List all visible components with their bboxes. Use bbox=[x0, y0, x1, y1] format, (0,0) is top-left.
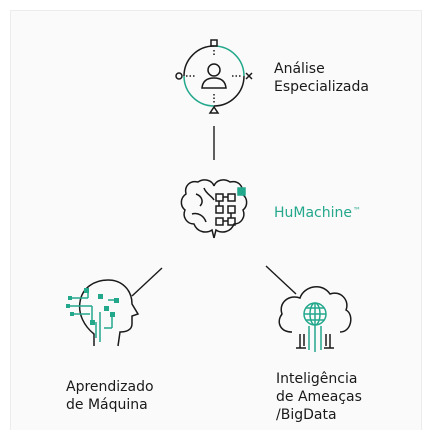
machine-learning-label-line2: de Máquina bbox=[66, 397, 148, 413]
cloud-globe-icon bbox=[278, 286, 352, 352]
trademark-mark: ™ bbox=[353, 206, 362, 215]
analysis-label-line2: Especializada bbox=[274, 79, 369, 95]
brain-circuit-icon bbox=[180, 179, 248, 239]
analysis-label-line1: Análise bbox=[274, 61, 325, 77]
machine-learning-label-line1: Aprendizado bbox=[66, 379, 154, 395]
connector-left bbox=[131, 267, 163, 297]
person-target-icon bbox=[175, 39, 253, 114]
threat-intel-label-line2: de Ameaças bbox=[276, 389, 362, 405]
threat-intel-label-line3: /BigData bbox=[276, 407, 337, 423]
analysis-label: Análise Especializada bbox=[274, 60, 369, 96]
threat-intel-label: Inteligência de Ameaças /BigData bbox=[276, 370, 362, 424]
humachine-name: HuMachine bbox=[274, 205, 353, 221]
threat-intel-label-line1: Inteligência bbox=[276, 371, 358, 387]
connector-right bbox=[265, 265, 297, 295]
humachine-label: HuMachine™ bbox=[274, 204, 361, 222]
machine-learning-label: Aprendizado de Máquina bbox=[66, 378, 154, 414]
head-circuit-icon bbox=[66, 279, 140, 347]
